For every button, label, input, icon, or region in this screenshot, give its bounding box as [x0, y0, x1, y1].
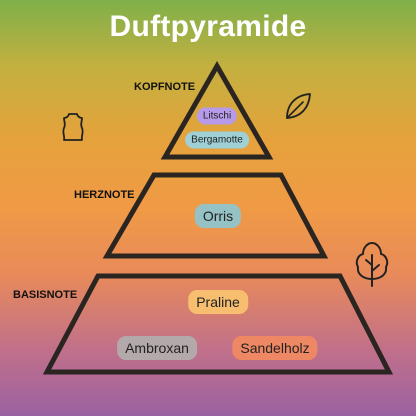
pyramid-top-tier	[160, 60, 274, 160]
tier-label-basisnote: BASISNOTE	[13, 289, 78, 301]
note-chip-litschi: Litschi	[196, 107, 238, 125]
page-title: Duftpyramide	[109, 10, 307, 43]
note-chip-bergamotte: Bergamotte	[185, 131, 249, 149]
note-chip-praline: Praline	[188, 290, 248, 314]
tier-label-kopfnote: KOPFNOTE	[134, 81, 196, 93]
pyramid-middle-tier	[102, 172, 329, 259]
pyramid-base-tier	[42, 273, 394, 375]
note-chip-orris: Orris	[194, 204, 242, 228]
tree-icon	[355, 242, 389, 287]
tier-label-herznote: HERZNOTE	[74, 189, 135, 201]
note-chip-ambroxan: Ambroxan	[117, 336, 197, 360]
note-chip-sandelholz: Sandelholz	[232, 336, 318, 360]
leather-icon	[62, 113, 84, 141]
leaf-icon	[286, 93, 311, 119]
